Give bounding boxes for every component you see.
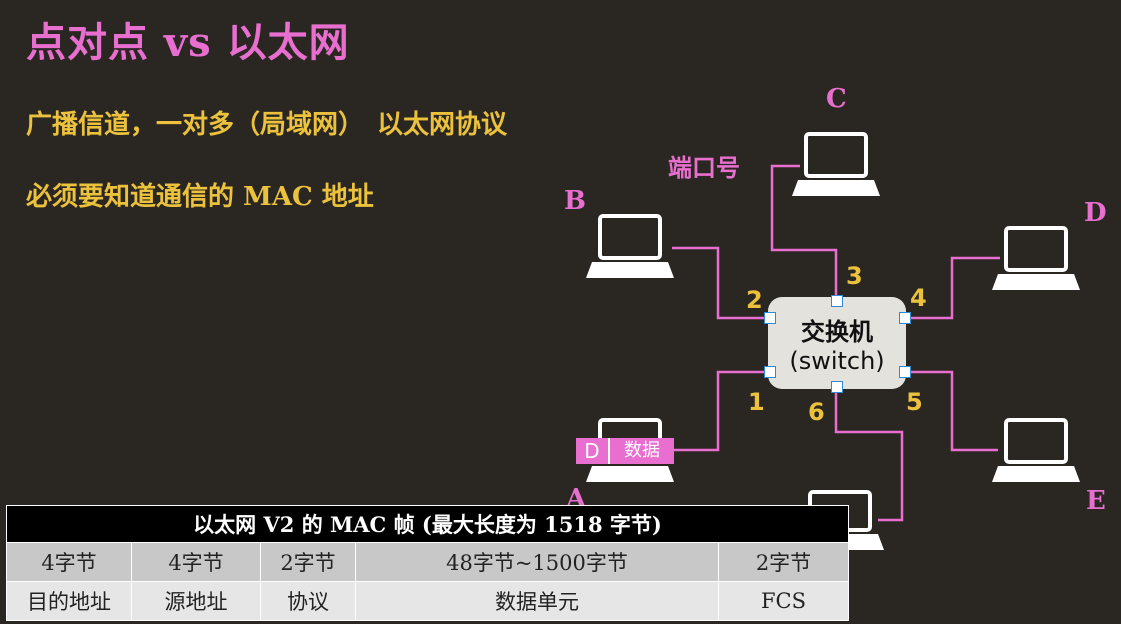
port-6-label: 6 [808,398,825,426]
laptop-icon-e [992,418,1080,482]
slide-title: 点对点 vs 以太网 [26,19,350,66]
size-data: 48字节~1500字节 [355,542,719,582]
link-port-4 [904,256,1000,320]
selection-handle [899,312,911,324]
field-name-row: 目的地址 源地址 协议 数据单元 FCS [6,581,849,621]
laptop-icon-b [586,214,674,278]
link-port-3 [770,164,838,300]
node-label-e: E [1086,486,1106,516]
size-protocol: 2字节 [260,542,356,582]
field-data: 数据单元 [355,581,719,621]
link-port-2 [672,246,770,320]
port-number-caption: 端口号 [668,153,740,182]
text-line-mac: 必须要知道通信的 MAC 地址 [26,182,374,212]
switch-name: 交换机 [801,316,873,346]
port-2-label: 2 [746,286,763,314]
selection-handle [831,295,843,307]
link-port-1 [672,370,770,452]
laptop-icon-c [792,132,880,196]
size-dest: 4字节 [6,542,132,582]
node-label-d: D [1084,198,1107,228]
field-protocol: 协议 [260,581,356,621]
mac-frame-table: 以太网 V2 的 MAC 帧 (最大长度为 1518 字节) 4字节 4字节 2… [6,505,849,621]
size-src: 4字节 [131,542,261,582]
selection-handle [764,312,776,324]
field-fcs: FCS [718,581,849,621]
connection-lines [672,164,1000,522]
packet-destination: D [576,438,610,464]
field-dest: 目的地址 [6,581,132,621]
field-src: 源地址 [131,581,261,621]
field-size-row: 4字节 4字节 2字节 48字节~1500字节 2字节 [6,542,849,582]
port-4-label: 4 [910,284,927,312]
mac-frame-header: 以太网 V2 的 MAC 帧 (最大长度为 1518 字节) [6,505,849,543]
switch-subtitle: (switch) [789,346,885,375]
selection-handle [899,366,911,378]
packet-data: 数据 [610,438,674,464]
text-line-broadcast: 广播信道，一对多（局域网） 以太网协议 [26,110,508,140]
port-5-label: 5 [906,388,923,416]
size-fcs: 2字节 [718,542,849,582]
selection-handle [764,366,776,378]
laptop-icon-d [992,226,1080,290]
link-port-6 [834,388,904,522]
data-packet: D 数据 [576,438,674,464]
port-3-label: 3 [846,262,863,290]
switch-node: 交换机 (switch) [768,297,906,389]
port-1-label: 1 [748,388,765,416]
node-label-c: C [826,84,847,114]
node-label-b: B [564,186,586,216]
link-port-5 [904,370,998,452]
selection-handle [831,381,843,393]
